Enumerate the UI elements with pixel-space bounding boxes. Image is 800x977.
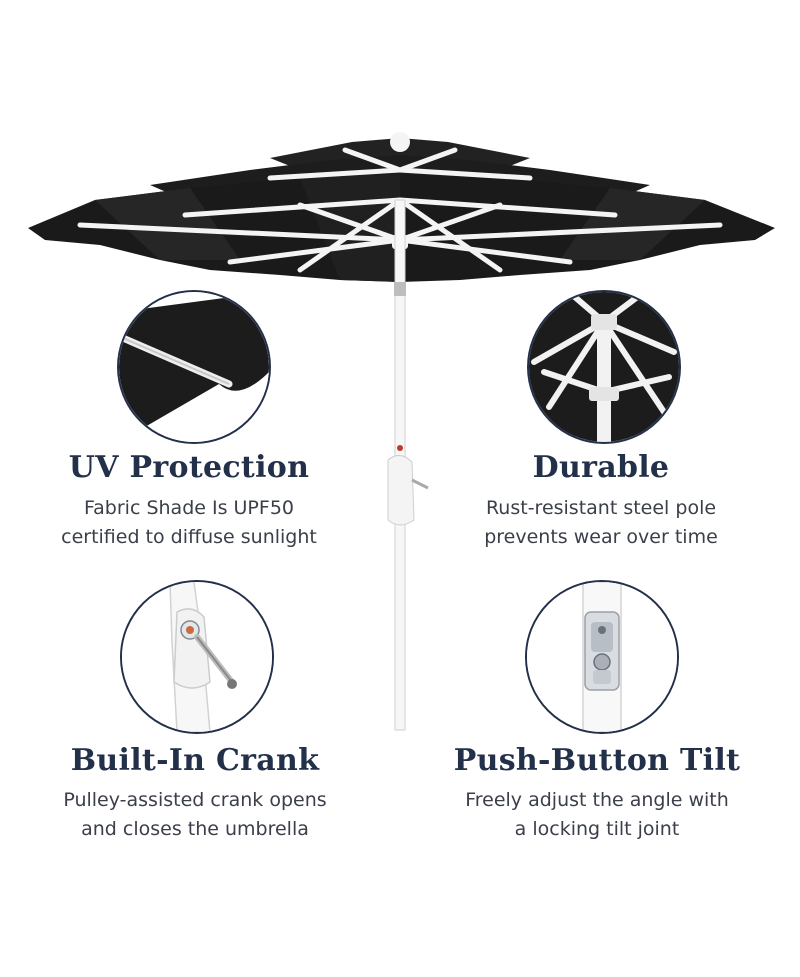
frame-ribs-icon bbox=[527, 290, 681, 444]
crank-handle-icon bbox=[120, 580, 274, 734]
feature-description-line: prevents wear over time bbox=[484, 526, 718, 548]
feature-description-line: Rust-resistant steel pole bbox=[485, 497, 717, 519]
fabric-closeup-icon bbox=[117, 290, 271, 444]
feature-description-line: Freely adjust the angle with bbox=[465, 789, 729, 811]
feature-title: Built-In Crank bbox=[70, 743, 320, 778]
feature-title: Durable bbox=[532, 450, 670, 485]
feature-description-line: and closes the umbrella bbox=[81, 818, 309, 840]
feature-description-line: Fabric Shade Is UPF50 bbox=[83, 497, 294, 519]
feature-description-line: Pulley-assisted crank opens bbox=[63, 789, 327, 811]
feature-title: Push-Button Tilt bbox=[453, 743, 741, 778]
feature-description: Freely adjust the angle with a locking t… bbox=[437, 786, 757, 844]
feature-description: Rust-resistant steel pole prevents wear … bbox=[441, 494, 761, 552]
feature-description-line: certified to diffuse sunlight bbox=[61, 526, 317, 548]
feature-title: UV Protection bbox=[68, 450, 310, 485]
feature-description-line: a locking tilt joint bbox=[514, 818, 680, 840]
feature-description: Pulley-assisted crank opens and closes t… bbox=[35, 786, 355, 844]
feature-description: Fabric Shade Is UPF50 certified to diffu… bbox=[29, 494, 349, 552]
tilt-button-icon bbox=[525, 580, 679, 734]
